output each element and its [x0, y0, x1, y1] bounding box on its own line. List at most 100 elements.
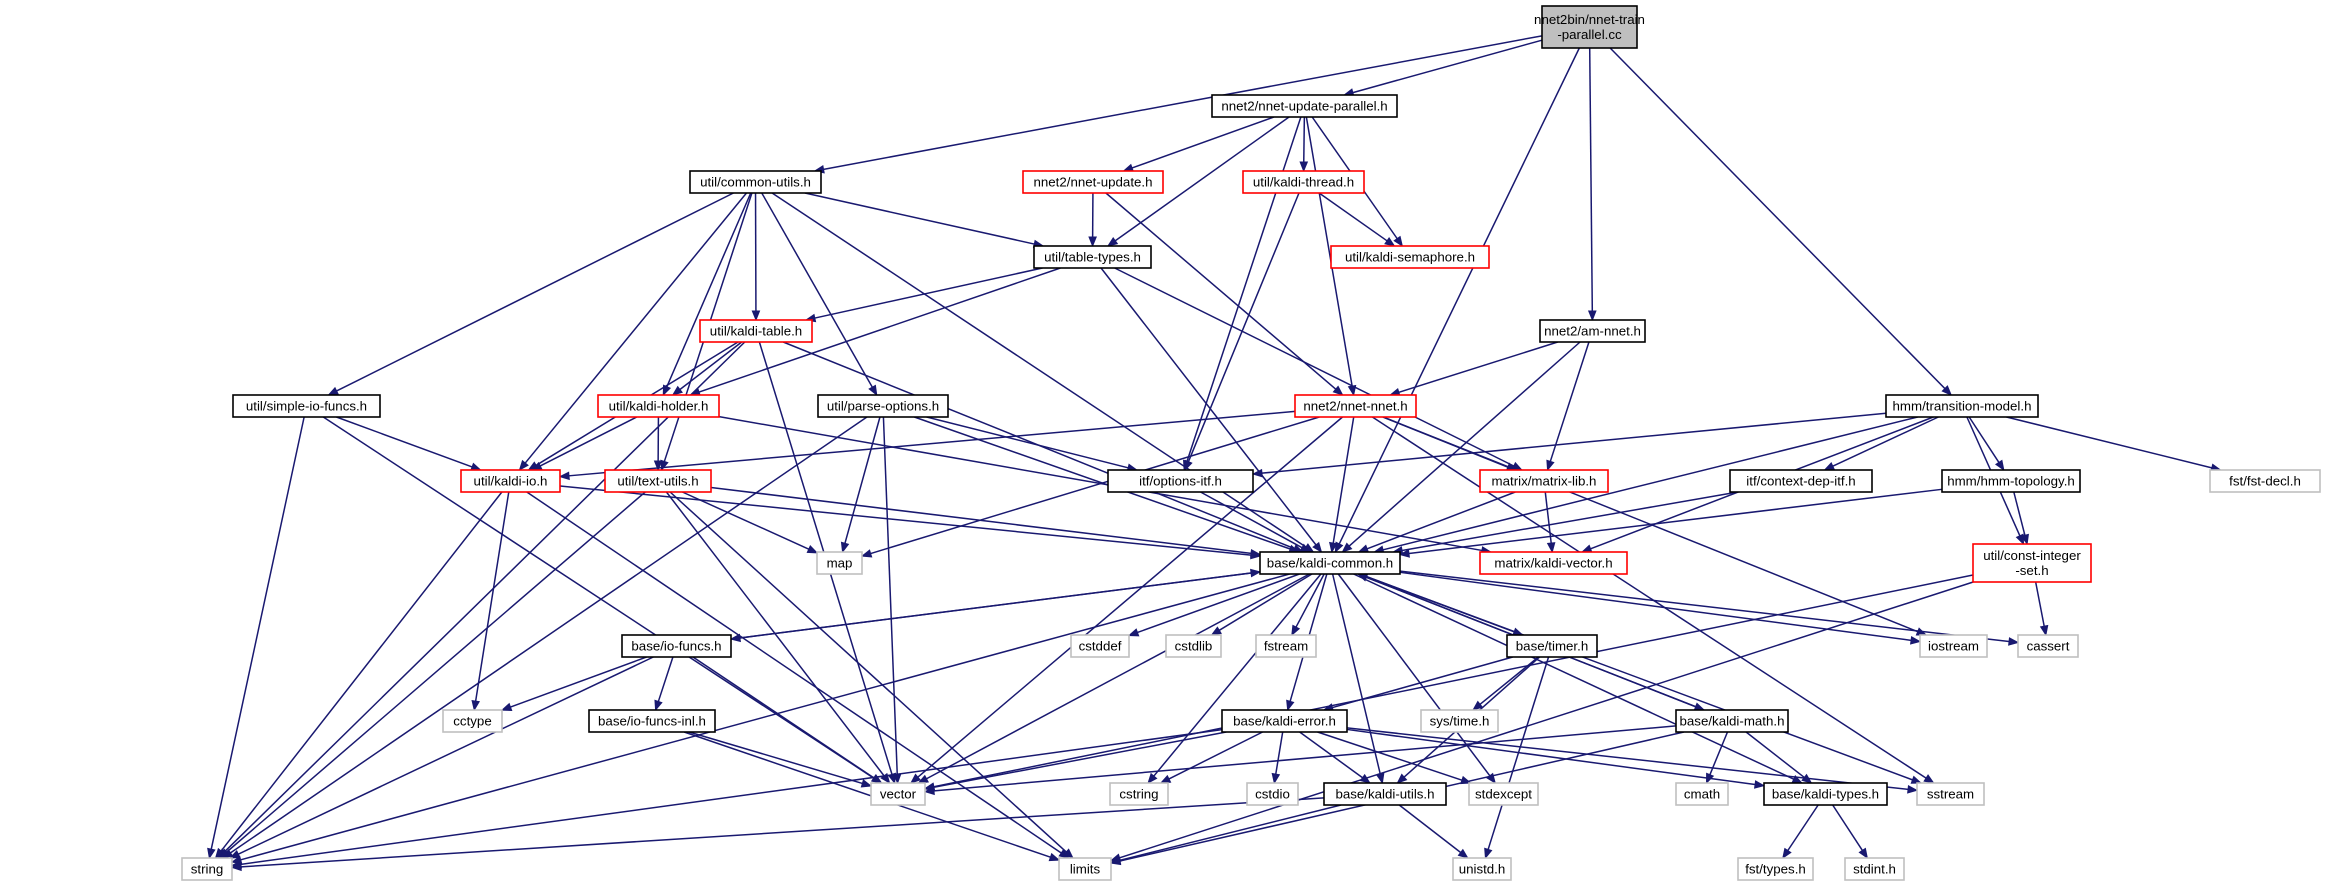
node-kaldi_vector[interactable]: matrix/kaldi-vector.h — [1479, 551, 1628, 575]
arrowhead — [751, 310, 761, 322]
node-text_utils[interactable]: util/text-utils.h — [604, 469, 712, 493]
node-box — [1165, 634, 1222, 658]
edge-kaldi_io-to-limits — [526, 491, 1070, 859]
node-fstream: fstream — [1255, 634, 1317, 658]
edge-common_utils-to-kaldi_io — [518, 192, 748, 472]
edge-kaldi_common-to-cstring — [1147, 573, 1322, 785]
edge-line — [2006, 416, 2213, 469]
node-common_utils[interactable]: util/common-utils.h — [689, 170, 822, 194]
edge-line — [1968, 416, 2000, 463]
edge-line — [240, 728, 1223, 866]
edge-line — [1709, 731, 1729, 775]
edge-kaldi_holder-to-kaldi_vector — [718, 415, 1493, 555]
edge-nnet_update_parallel-to-kaldi_thread — [1299, 116, 1309, 173]
edge-io_funcs-to-vector — [692, 656, 883, 784]
edge-line — [698, 267, 1061, 393]
node-root: nnet2bin/nnet-train-parallel.cc — [1534, 5, 1645, 49]
node-label: cassert — [2027, 639, 2070, 654]
edge-nnet_nnet-to-map — [860, 416, 1320, 558]
edge-kaldi_common-to-cassert — [1399, 570, 2020, 646]
node-kaldi_types[interactable]: base/kaldi-types.h — [1763, 782, 1888, 806]
node-box — [1242, 170, 1365, 194]
node-box — [1221, 709, 1348, 733]
node-box — [597, 394, 720, 418]
edge-line — [1295, 573, 1325, 628]
node-kaldi_thread[interactable]: util/kaldi-thread.h — [1242, 170, 1365, 194]
arrowhead — [214, 847, 225, 860]
node-unistd: unistd.h — [1452, 857, 1512, 881]
node-context_dep_itf[interactable]: itf/context-dep-itf.h — [1729, 469, 1873, 493]
node-kaldi_semaphore[interactable]: util/kaldi-semaphore.h — [1330, 245, 1490, 269]
node-label: cstddef — [1079, 639, 1122, 654]
node-box — [1452, 857, 1512, 881]
node-kaldi_utils[interactable]: base/kaldi-utils.h — [1323, 782, 1447, 806]
edge-line — [1398, 341, 1558, 393]
node-box — [1479, 469, 1609, 493]
node-label: util/parse-options.h — [827, 399, 939, 414]
edge-line — [1317, 731, 1463, 781]
node-cstdlib: cstdlib — [1165, 634, 1222, 658]
node-simple_io_funcs[interactable]: util/simple-io-funcs.h — [232, 394, 381, 418]
node-kaldi_io[interactable]: util/kaldi-io.h — [460, 469, 561, 493]
node-box — [1033, 245, 1152, 269]
arrowhead — [662, 384, 672, 397]
node-box — [1468, 782, 1539, 806]
node-io_funcs_inl[interactable]: base/io-funcs-inl.h — [588, 709, 716, 733]
edge-line — [1100, 267, 1317, 546]
edge-kaldi_utils-to-unistd — [1398, 804, 1469, 859]
node-matrix_lib[interactable]: matrix/matrix-lib.h — [1479, 469, 1609, 493]
edge-timer-to-kaldi_error — [1322, 656, 1513, 712]
arrowhead — [500, 702, 513, 711]
node-io_funcs[interactable]: base/io-funcs.h — [621, 634, 732, 658]
node-transition_model[interactable]: hmm/transition-model.h — [1885, 394, 2039, 418]
node-nnet_update[interactable]: nnet2/nnet-update.h — [1022, 170, 1164, 194]
node-box — [232, 394, 381, 418]
node-hmm_topology[interactable]: hmm/hmm-topology.h — [1941, 469, 2081, 493]
arrowhead — [923, 786, 935, 796]
node-nnet_nnet[interactable]: nnet2/nnet-nnet.h — [1294, 394, 1417, 418]
arrowhead — [2008, 637, 2020, 646]
node-label: fstream — [1264, 639, 1308, 654]
node-kaldi_table[interactable]: util/kaldi-table.h — [699, 319, 813, 343]
node-label: hmm/hmm-topology.h — [1947, 474, 2075, 489]
edge-kaldi_holder-to-text_utils — [653, 416, 663, 472]
arrowhead — [909, 773, 922, 784]
edge-kaldi_common-to-kaldi_utils — [1331, 573, 1385, 785]
edge-line — [1832, 416, 1939, 467]
edge-line — [1131, 116, 1275, 169]
edge-timer-to-sys_time — [1472, 656, 1539, 711]
node-parse_options[interactable]: util/parse-options.h — [817, 394, 949, 418]
node-am_nnet[interactable]: nnet2/am-nnet.h — [1539, 319, 1646, 343]
edge-nnet_update-to-table_types — [1088, 192, 1097, 248]
edge-common_utils-to-simple_io_funcs — [327, 192, 734, 396]
node-box — [1541, 5, 1638, 49]
node-label: util/kaldi-holder.h — [609, 399, 709, 414]
node-nnet_update_parallel[interactable]: nnet2/nnet-update-parallel.h — [1211, 94, 1398, 118]
edge-kaldi_common-to-string — [230, 573, 1290, 864]
node-label: nnet2/am-nnet.h — [1544, 324, 1641, 339]
node-box — [1109, 782, 1169, 806]
arrowhead — [1109, 855, 1122, 865]
edge-kaldi_error-to-cstdio — [1271, 731, 1284, 785]
node-timer[interactable]: base/timer.h — [1506, 634, 1598, 658]
node-box — [1107, 469, 1254, 493]
arrowhead — [1062, 848, 1074, 859]
edge-nnet_nnet-to-kaldi_io — [558, 410, 1296, 481]
node-kaldi_error[interactable]: base/kaldi-error.h — [1221, 709, 1348, 733]
node-label: util/kaldi-io.h — [474, 474, 548, 489]
arrowhead — [1357, 544, 1370, 553]
node-kaldi_common[interactable]: base/kaldi-common.h — [1259, 551, 1401, 575]
node-options_itf[interactable]: itf/options-itf.h — [1107, 469, 1254, 493]
arrowhead — [1907, 784, 1919, 794]
node-const_integer_set[interactable]: util/const-integer-set.h — [1972, 543, 2092, 583]
edge-kaldi_utils-to-string — [230, 797, 1325, 872]
edge-nnet_nnet-to-iostream — [1382, 416, 1928, 636]
arrowhead — [1782, 847, 1792, 860]
edge-line — [568, 410, 1296, 477]
node-kaldi_holder[interactable]: util/kaldi-holder.h — [597, 394, 720, 418]
arrowhead — [471, 699, 481, 712]
edge-line — [336, 192, 734, 392]
node-kaldi_math[interactable]: base/kaldi-math.h — [1675, 709, 1789, 733]
node-table_types[interactable]: util/table-types.h — [1033, 245, 1152, 269]
node-box — [1259, 551, 1401, 575]
